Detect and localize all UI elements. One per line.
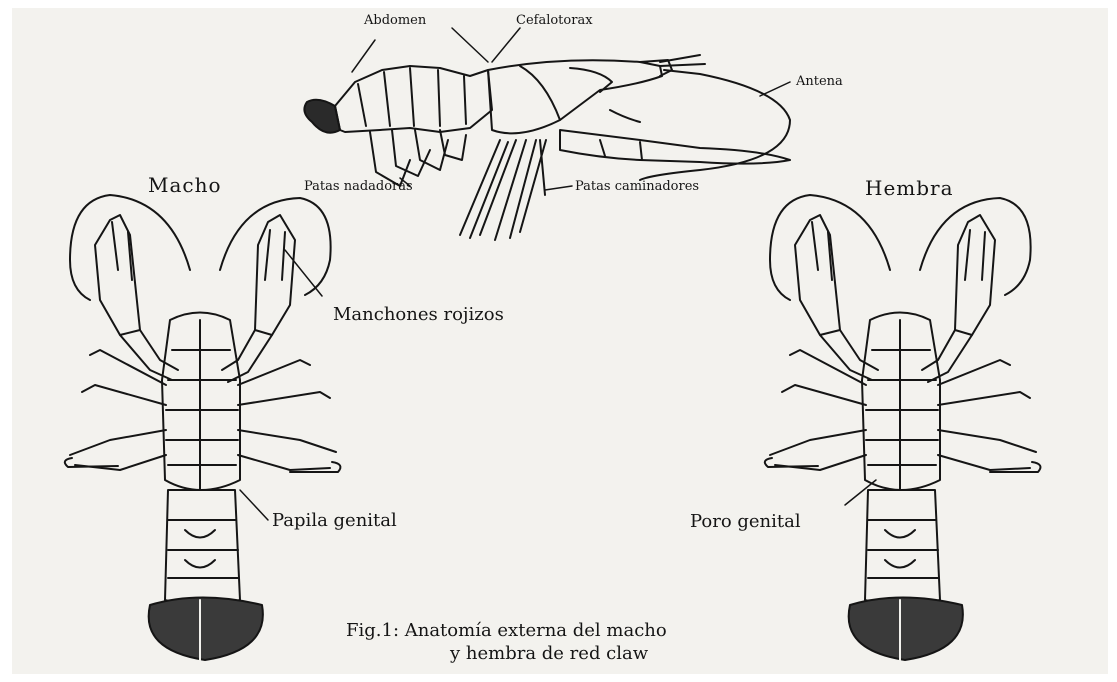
male-crayfish bbox=[65, 195, 341, 660]
label-papila-genital: Papila genital bbox=[272, 512, 397, 530]
lateral-crayfish bbox=[304, 28, 790, 240]
label-hembra: Hembra bbox=[865, 178, 954, 198]
label-cefalotorax: Cefalotorax bbox=[516, 14, 593, 27]
figure-caption-line1: Fig.1: Anatomía externa del macho bbox=[346, 622, 667, 640]
label-macho: Macho bbox=[148, 175, 222, 195]
label-poro-genital: Poro genital bbox=[690, 513, 801, 531]
label-manchones-rojizos: Manchones rojizos bbox=[333, 306, 504, 324]
label-antena: Antena bbox=[796, 75, 843, 88]
label-abdomen: Abdomen bbox=[364, 14, 426, 27]
female-crayfish bbox=[765, 195, 1041, 660]
figure-caption-line2: y hembra de red claw bbox=[450, 645, 648, 663]
label-patas-nadadoras: Patas nadadoras bbox=[304, 180, 413, 193]
label-patas-caminadores: Patas caminadores bbox=[575, 180, 699, 193]
